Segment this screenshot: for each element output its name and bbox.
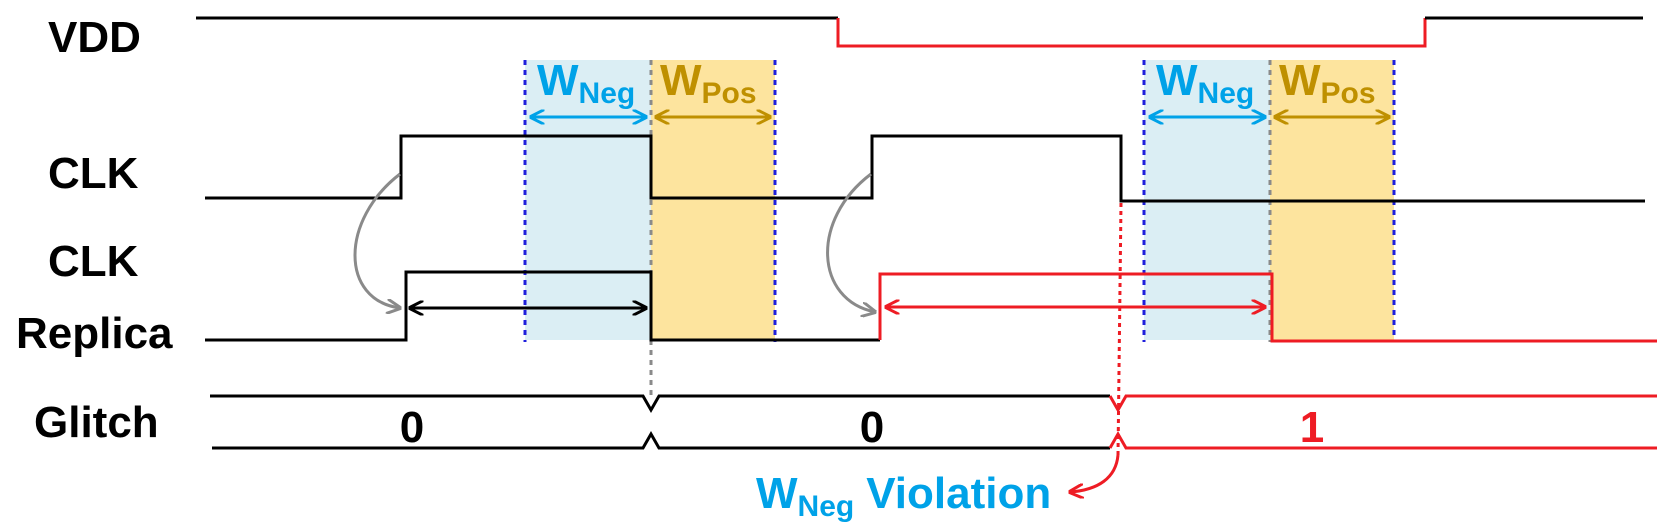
glitch-value-0-second: 0	[860, 403, 884, 452]
replica-trace-delayed	[878, 272, 1657, 343]
violation-arrow	[1070, 454, 1120, 492]
delay-arcs	[353, 172, 875, 312]
w-pos-label-1: WPos	[660, 56, 757, 110]
delay-arc-1	[353, 172, 400, 308]
w-neg-label-1: WNeg	[537, 56, 635, 110]
glitch-bus-bottom-fault	[1108, 430, 1657, 450]
glitch-value-0-first: 0	[400, 403, 424, 452]
signal-labels: VDD CLK CLK Replica Glitch	[16, 13, 173, 447]
replica-trace-normal	[205, 270, 880, 342]
vdd-waveform	[196, 16, 1643, 48]
clk-replica-label-line1: CLK	[48, 237, 139, 286]
glitch-bus: 0 0 1	[210, 394, 1657, 452]
glitch-value-1: 1	[1300, 403, 1324, 452]
clk-waveform	[205, 134, 1645, 203]
vdd-droop-segment	[836, 18, 1427, 48]
clk-label: CLK	[48, 149, 139, 198]
vdd-label: VDD	[48, 13, 141, 62]
clk-replica-waveform	[205, 270, 1657, 343]
timing-windows: WNeg WPos WNeg WPos	[523, 56, 1396, 395]
violation-dotted-line	[1116, 202, 1123, 456]
w-neg-label-2: WNeg	[1156, 56, 1254, 110]
neg-window-1-fill	[525, 60, 651, 340]
glitch-bus-top-fault	[1108, 394, 1657, 414]
glitch-bus-bottom-normal	[212, 430, 1110, 450]
clk-replica-label-line2: Replica	[16, 309, 173, 358]
clk-trace	[205, 134, 1645, 203]
w-pos-label-2: WPos	[1279, 56, 1376, 110]
glitch-label: Glitch	[34, 398, 159, 447]
glitch-bus-top-normal	[210, 394, 1110, 414]
delay-arc-2	[826, 172, 875, 312]
pos-window-1-fill	[651, 60, 775, 340]
